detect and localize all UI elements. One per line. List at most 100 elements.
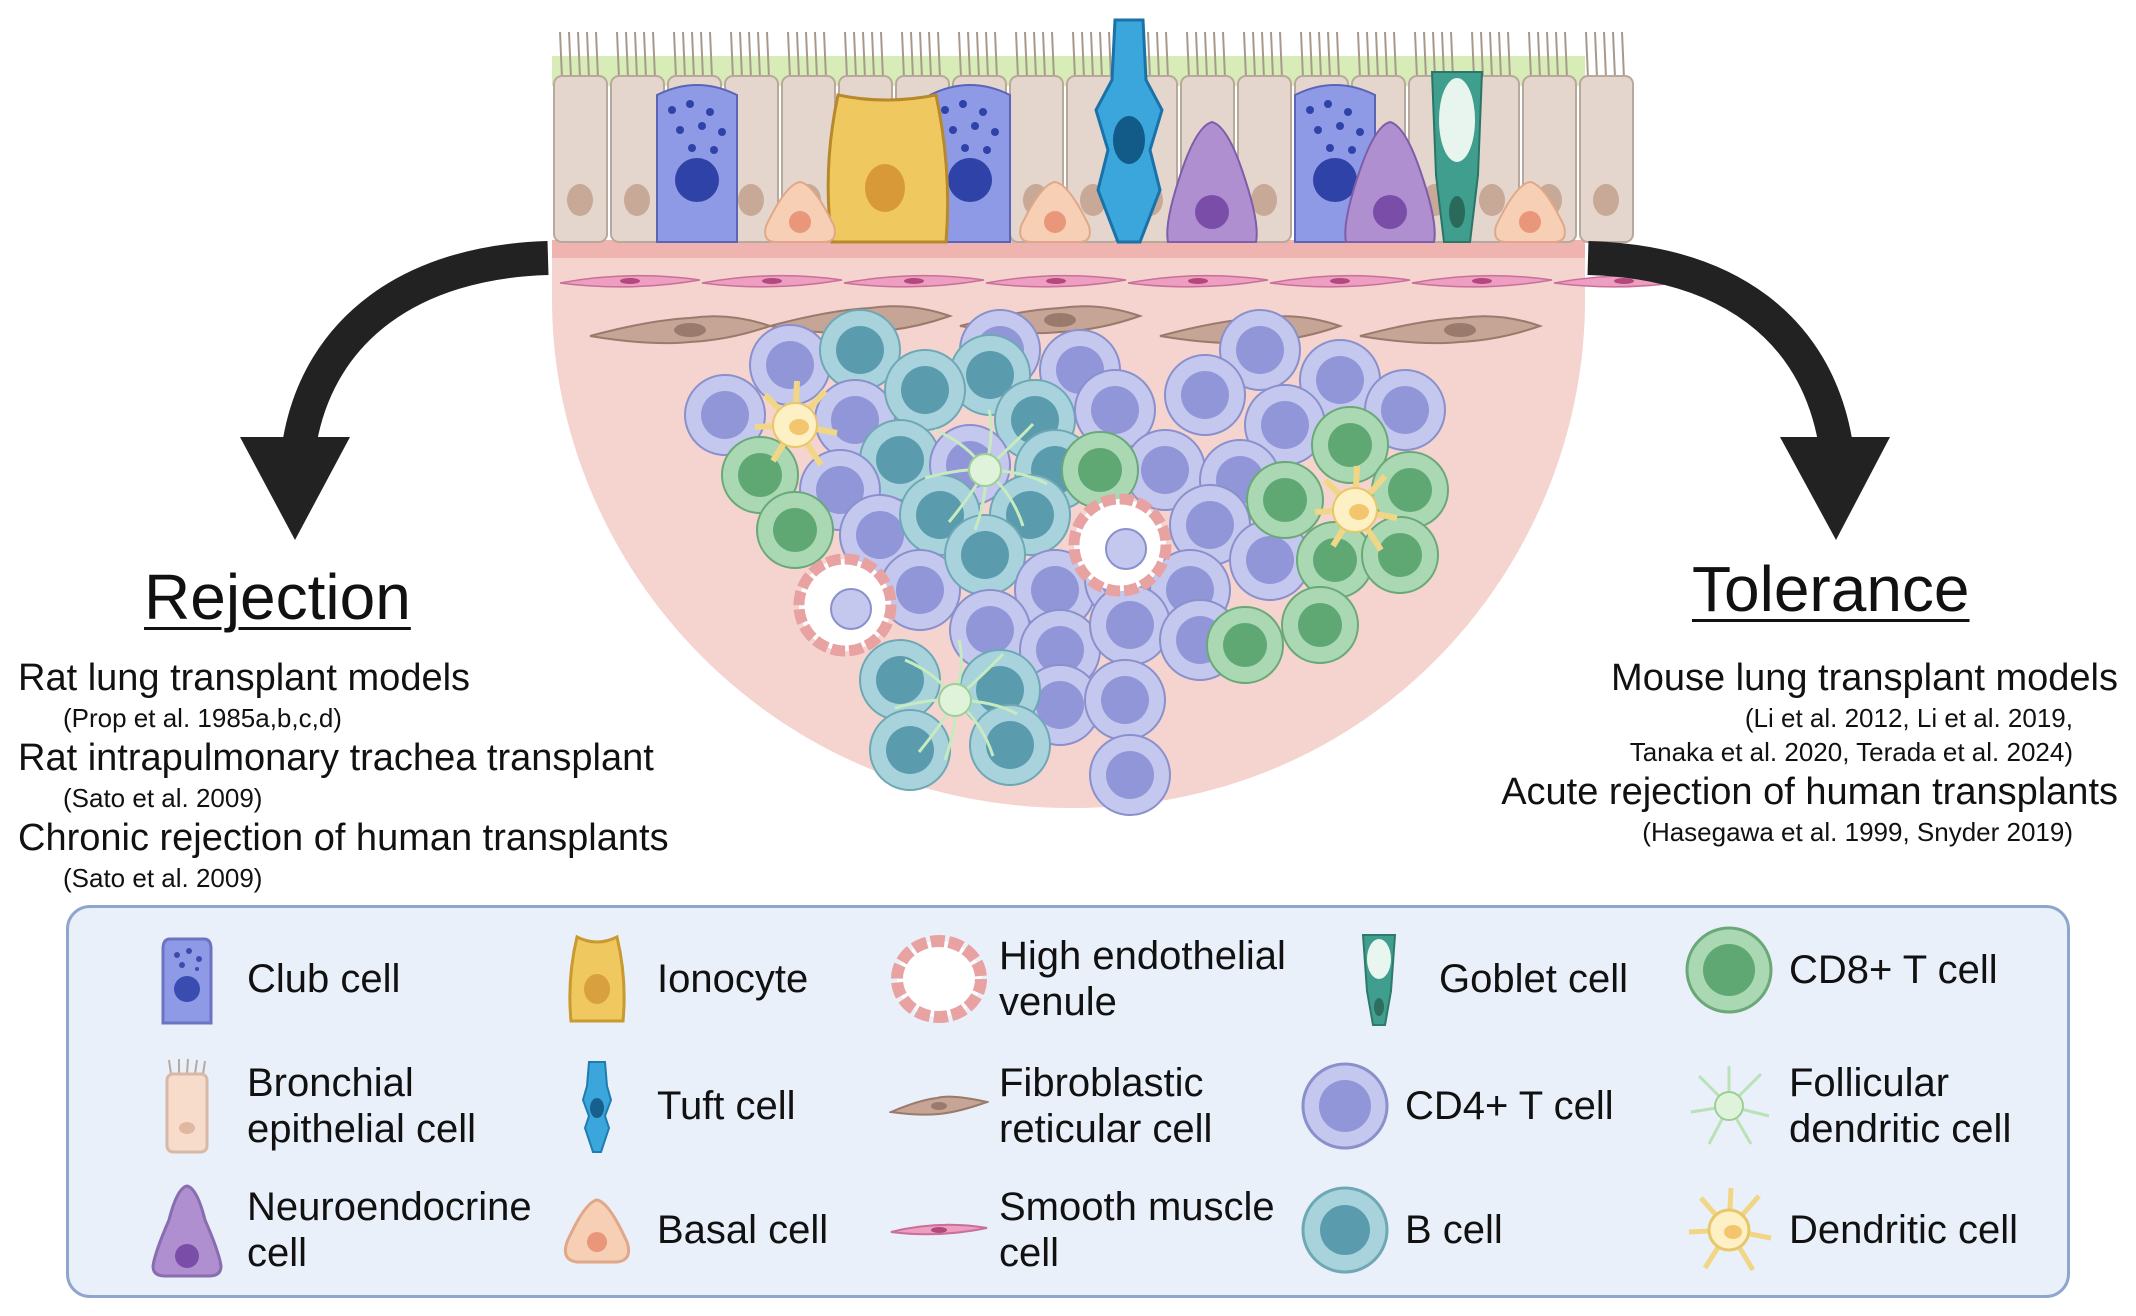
cd8-t-cell	[1206, 606, 1284, 684]
high-endothelial-venule	[793, 553, 897, 657]
tuft-cell	[1094, 18, 1164, 244]
legend-label: Goblet cell	[1439, 957, 1628, 1001]
cd8-t-cell	[1311, 406, 1389, 484]
cd8-t-cell	[1281, 586, 1359, 664]
follicular-dendritic-cell-icon	[1690, 1066, 1770, 1145]
cd4-t-cell	[1244, 384, 1326, 466]
bronchial-epithelial-cell	[553, 31, 608, 243]
cd8-t-cell-icon	[1685, 926, 1773, 1014]
basal-cell-icon	[563, 1198, 631, 1264]
smooth-muscle-cell	[1269, 274, 1411, 288]
legend-label: Follicular dendritic cell	[1789, 1061, 2012, 1151]
cd4-t-cell	[749, 324, 831, 406]
tolerance-reference: (Hasegawa et al. 1999, Snyder 2019)	[1642, 817, 2073, 847]
legend-label: Club cell	[247, 957, 401, 1001]
basement-membrane	[552, 240, 1585, 258]
tolerance-item: Acute rejection of human transplants	[1501, 771, 2118, 813]
cd8-t-cell	[756, 491, 834, 569]
goblet-cell	[1430, 71, 1484, 243]
cd8-t-cell	[1061, 431, 1139, 509]
rejection-arrowhead-icon	[240, 437, 350, 540]
legend-label: Tuft cell	[657, 1084, 796, 1128]
dendritic-cell-icon	[1688, 1187, 1772, 1272]
legend-label: Ionocyte	[657, 957, 809, 1001]
legend-panel: Club cell Ionocyte High endothelial venu…	[66, 905, 2070, 1298]
rejection-reference: (Sato et al. 2009)	[63, 863, 263, 893]
smooth-muscle-cell	[701, 274, 843, 288]
neuroendocrine-cell	[1166, 120, 1258, 243]
legend-label: B cell	[1405, 1208, 1503, 1252]
smooth-muscle-cell	[985, 274, 1127, 288]
smooth-muscle-cell	[1411, 274, 1553, 288]
legend-label: Basal cell	[657, 1208, 829, 1252]
ionocyte-icon	[568, 934, 626, 1023]
cd4-t-cell	[1299, 339, 1381, 421]
cd4-t-cell	[684, 374, 766, 456]
basal-cell	[1494, 180, 1566, 243]
cd4-t-cell	[1089, 734, 1171, 816]
b-cell	[944, 514, 1026, 596]
fibroblastic-reticular-cell-icon	[889, 1095, 989, 1116]
legend-label: Dendritic cell	[1789, 1208, 2018, 1252]
legend-label: Smooth muscle cell	[999, 1185, 1275, 1275]
legend-label: CD8+ T cell	[1789, 948, 1998, 992]
club-cell	[929, 84, 1011, 243]
epithelium-layer	[553, 18, 1634, 244]
smooth-muscle-cell	[559, 274, 701, 288]
cd4-t-cell-icon	[1301, 1062, 1389, 1150]
tuft-cell-icon	[581, 1061, 613, 1153]
tolerance-evidence-list: Mouse lung transplant models (Li et al. …	[1501, 655, 2118, 849]
cd8-t-cell	[1246, 461, 1324, 539]
legend-label: Fibroblastic reticular cell	[999, 1061, 1213, 1151]
follicular-dendritic-cell	[924, 409, 1048, 531]
b-cell-icon	[1301, 1186, 1389, 1274]
cd8-t-cell	[1296, 521, 1374, 599]
rejection-title: Rejection	[144, 561, 411, 633]
tolerance-arrow-icon	[1587, 241, 1852, 444]
legend-label: High endothelial venule	[999, 934, 1286, 1024]
cd4-t-cell	[1219, 309, 1301, 391]
rejection-evidence-list: Rat lung transplant models (Prop et al. …	[18, 655, 669, 895]
high-endothelial-venule	[1068, 493, 1172, 597]
rejection-arrow-icon	[283, 241, 549, 444]
club-cell-icon	[161, 937, 213, 1025]
club-cell	[656, 84, 738, 243]
tolerance-item: Mouse lung transplant models	[1611, 657, 2118, 699]
b-cell	[819, 309, 901, 391]
b-cell	[869, 709, 951, 791]
fibroblastic-reticular-cell	[1359, 315, 1544, 345]
cd4-t-cell	[1089, 584, 1171, 666]
cd4-t-cell	[949, 589, 1031, 671]
legend-label: CD4+ T cell	[1405, 1084, 1614, 1128]
rejection-reference: (Sato et al. 2009)	[63, 783, 263, 813]
legend-label: Neuroendocrine cell	[247, 1185, 532, 1275]
smooth-muscle-cell	[1127, 274, 1269, 288]
legend-label: Bronchial epithelial cell	[247, 1061, 477, 1151]
goblet-cell-icon	[1361, 934, 1397, 1026]
cd4-t-cell	[1164, 354, 1246, 436]
smooth-muscle-cell-icon	[890, 1223, 988, 1236]
neuroendocrine-cell-icon	[151, 1184, 223, 1278]
dendritic-cell	[754, 380, 838, 467]
smooth-muscle-cell	[843, 274, 985, 288]
dendritic-cell	[1314, 465, 1398, 552]
cd4-t-cell	[1124, 429, 1206, 511]
high-endothelial-venule-icon	[891, 935, 987, 1023]
basal-cell	[764, 180, 836, 243]
neuroendocrine-cell	[1344, 120, 1436, 243]
rejection-item: Rat lung transplant models	[18, 657, 471, 699]
tolerance-arrowhead-icon	[1780, 437, 1890, 540]
rejection-item: Chronic rejection of human transplants	[18, 817, 669, 859]
ionocyte	[826, 93, 950, 244]
bronchial-epithelial-cell-icon	[165, 1058, 209, 1154]
cd8-t-cell	[1361, 516, 1439, 594]
bronchial-epithelial-cell	[1579, 31, 1634, 243]
b-cell	[859, 639, 941, 721]
b-cell	[884, 349, 966, 431]
tolerance-reference: Tanaka et al. 2020, Terada et al. 2024)	[1629, 737, 2073, 767]
cd4-t-cell	[1084, 659, 1166, 741]
rejection-item: Rat intrapulmonary trachea transplant	[18, 737, 654, 779]
basal-cell	[1019, 180, 1091, 243]
cd4-t-cell	[1169, 484, 1251, 566]
